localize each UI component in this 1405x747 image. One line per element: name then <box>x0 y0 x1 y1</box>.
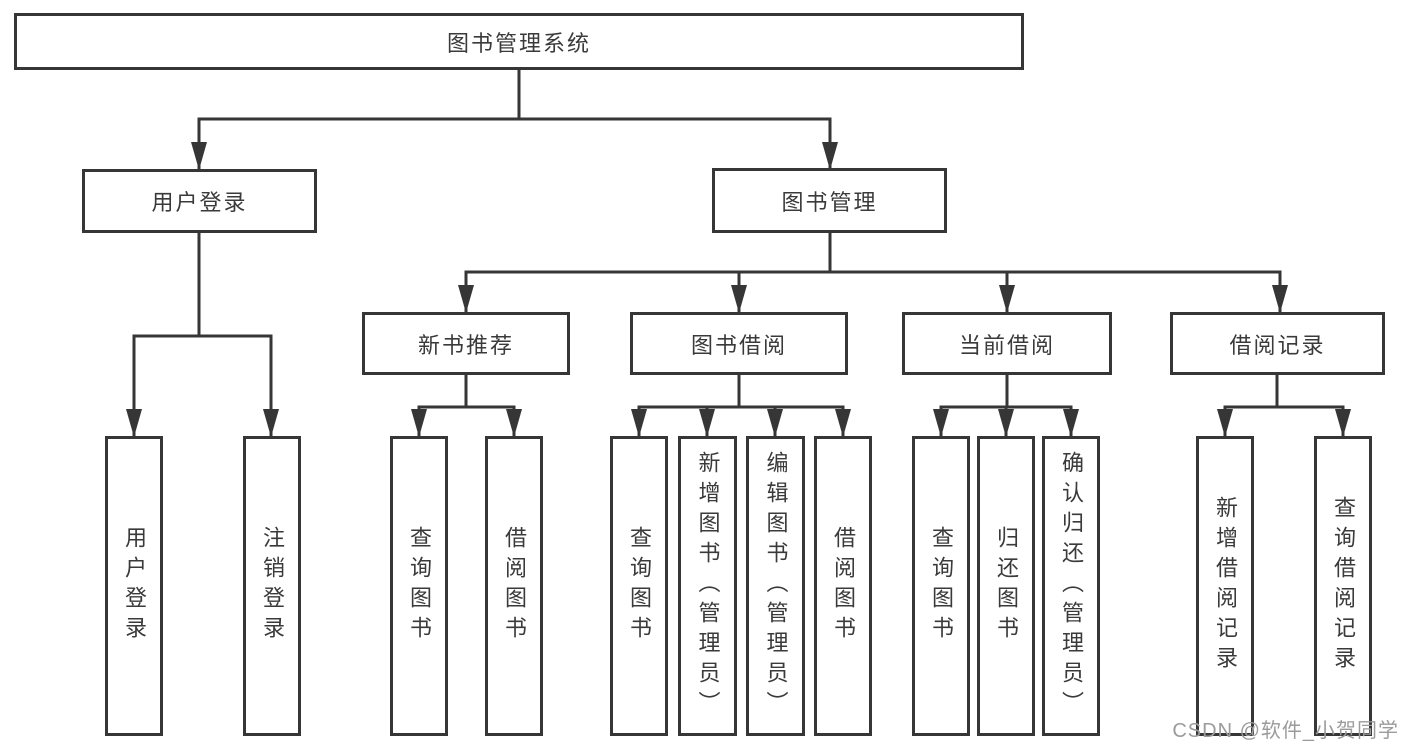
leaf-query-books-current-label: 查询图书 <box>929 526 954 646</box>
leaf-return-books-label: 归还图书 <box>994 526 1019 646</box>
leaf-borrow-books-recommend-label: 借阅图书 <box>502 526 527 646</box>
leaf-return-books: 归还图书 <box>977 436 1035 736</box>
leaf-borrow-books: 借阅图书 <box>814 436 872 736</box>
leaf-edit-books-admin: 编辑图书（管理员） <box>746 436 805 736</box>
node-book-borrow: 图书借阅 <box>630 312 848 375</box>
leaf-logout: 注销登录 <box>243 436 301 736</box>
leaf-confirm-return-admin: 确认归还（管理员） <box>1042 436 1100 736</box>
leaf-user-login-label: 用户登录 <box>122 526 147 646</box>
leaf-borrow-books-recommend: 借阅图书 <box>485 436 543 736</box>
leaf-borrow-books-label: 借阅图书 <box>831 526 856 646</box>
node-user-login: 用户登录 <box>82 169 317 233</box>
node-new-book-recommend-label: 新书推荐 <box>417 332 514 358</box>
node-borrow-records: 借阅记录 <box>1170 312 1385 375</box>
node-current-borrow: 当前借阅 <box>902 312 1112 375</box>
root-node-library-system: 图书管理系统 <box>14 13 1024 70</box>
node-book-management-label: 图书管理 <box>781 189 878 215</box>
leaf-user-login: 用户登录 <box>105 436 163 736</box>
node-new-book-recommend: 新书推荐 <box>362 312 570 375</box>
node-current-borrow-label: 当前借阅 <box>958 332 1055 358</box>
leaf-confirm-return-admin-label: 确认归还（管理员） <box>1059 451 1084 721</box>
leaf-query-books-borrow: 查询图书 <box>610 436 668 736</box>
node-user-login-label: 用户登录 <box>151 190 248 215</box>
leaf-query-books-recommend: 查询图书 <box>390 436 448 736</box>
leaf-add-books-admin-label: 新增图书（管理员） <box>695 451 721 721</box>
node-book-borrow-label: 图书借阅 <box>690 332 787 358</box>
leaf-add-borrow-record-label: 新增借阅记录 <box>1213 496 1238 676</box>
leaf-edit-books-admin-label: 编辑图书（管理员） <box>763 451 789 721</box>
leaf-query-borrow-record-label: 查询借阅记录 <box>1331 496 1356 676</box>
leaf-query-books-recommend-label: 查询图书 <box>407 526 432 646</box>
node-borrow-records-label: 借阅记录 <box>1229 332 1326 358</box>
node-book-management: 图书管理 <box>712 168 947 233</box>
arrowheads <box>126 142 1351 437</box>
leaf-query-books-current: 查询图书 <box>912 436 970 736</box>
leaf-logout-label: 注销登录 <box>260 526 285 646</box>
leaf-query-books-borrow-label: 查询图书 <box>627 526 652 646</box>
root-node-label: 图书管理系统 <box>446 30 591 56</box>
leaf-query-borrow-record: 查询借阅记录 <box>1314 436 1372 736</box>
watermark: CSDN @软件_小贺同学 <box>1172 720 1399 742</box>
leaf-add-borrow-record: 新增借阅记录 <box>1196 436 1254 736</box>
leaf-add-books-admin: 新增图书（管理员） <box>678 436 737 736</box>
